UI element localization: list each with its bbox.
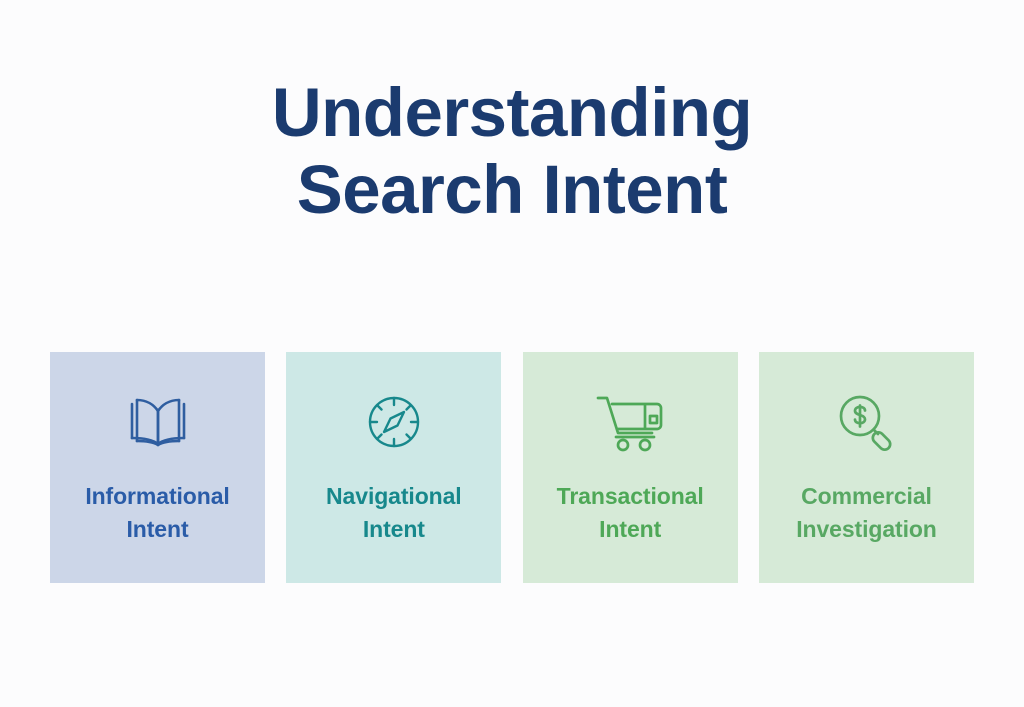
label-line-1: Informational bbox=[85, 483, 230, 509]
page-title-line-2: Search Intent bbox=[296, 151, 728, 229]
open-book-icon bbox=[50, 385, 265, 459]
page-title-line-1: Understanding bbox=[271, 74, 753, 151]
compass-icon bbox=[286, 385, 501, 459]
shopping-cart-icon bbox=[523, 385, 738, 459]
label-line-1: Commercial bbox=[801, 483, 932, 509]
intent-card-label-transactional: Transactional Intent bbox=[511, 480, 750, 547]
label-line-2: Intent bbox=[599, 516, 662, 543]
label-line-1: Navigational bbox=[326, 483, 462, 509]
label-line-2: Intent bbox=[126, 516, 189, 543]
intent-card-label-informational: Informational Intent bbox=[38, 480, 277, 547]
intent-card-row: Informational Intent bbox=[50, 352, 974, 583]
intent-card-commercial-investigation[interactable]: Commercial Investigation bbox=[758, 352, 974, 583]
intent-card-label-navigational: Navigational Intent bbox=[274, 480, 513, 547]
page-title: Understanding Search Intent bbox=[0, 74, 1024, 229]
intent-card-informational[interactable]: Informational Intent bbox=[50, 352, 265, 583]
label-line-2: Intent bbox=[362, 516, 425, 543]
label-line-1: Transactional bbox=[556, 483, 704, 509]
intent-card-navigational[interactable]: Navigational Intent bbox=[286, 352, 502, 583]
label-line-2: Investigation bbox=[796, 516, 937, 543]
intent-card-transactional[interactable]: Transactional Intent bbox=[522, 352, 738, 583]
magnifier-dollar-icon bbox=[759, 385, 974, 459]
intent-card-label-commercial-investigation: Commercial Investigation bbox=[747, 480, 986, 547]
